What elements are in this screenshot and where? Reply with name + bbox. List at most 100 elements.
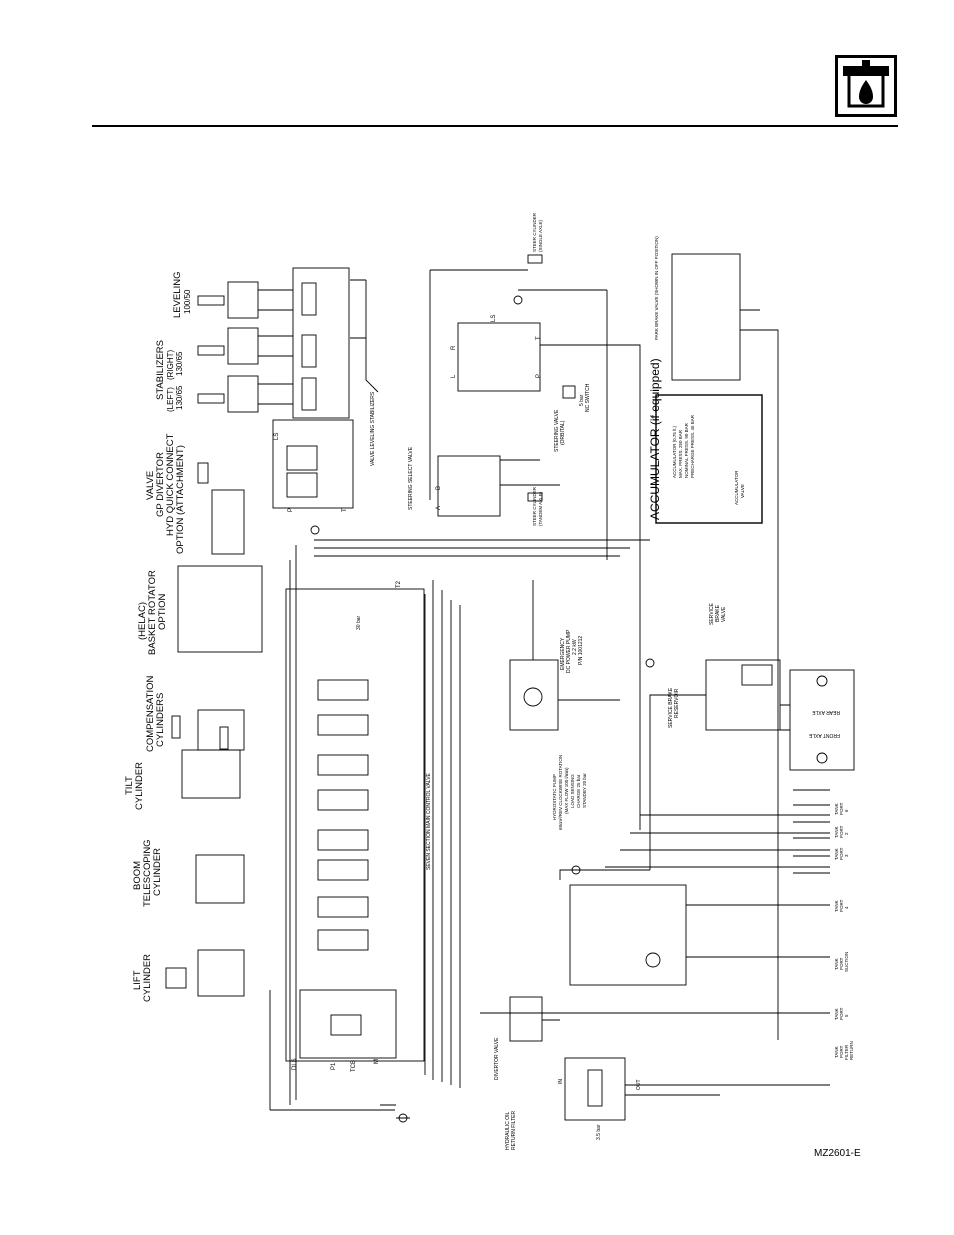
tank-port-2-line-1: TANK xyxy=(834,826,839,838)
nc-switch-label-2: NC SWITCH xyxy=(585,383,591,412)
tank-port-3-line-2: PORT xyxy=(839,847,844,860)
lift-label-1: LIFT xyxy=(132,970,143,990)
filter-bypass-label: 3.5 bar xyxy=(596,1124,602,1140)
boom-tele-label-2: TELESCOPING xyxy=(142,839,153,907)
hydrostatic-pump-label-3: (MAX FLOW 100 l/min) xyxy=(564,767,569,814)
stabilizer-right-label-3: 130/65 xyxy=(175,351,184,376)
tank-port-filter-return-line-4: RETURN xyxy=(849,1041,854,1060)
port-p1: P1 xyxy=(331,1062,337,1070)
service-brake-valve-label-1: SERVICE xyxy=(709,602,715,625)
header-rule xyxy=(92,125,898,127)
port-t-sub: T xyxy=(342,508,348,512)
port-a-select: A xyxy=(436,506,442,510)
hydraulic-system-icon xyxy=(835,55,897,117)
steer-cylinder-top-label-2: (SINGLE AXLE) xyxy=(538,219,543,252)
accumulator-valve-label-1: ACCUMULATOR xyxy=(734,470,739,505)
compensation-label-2: CYLINDERS xyxy=(155,693,166,747)
valve-leveling-stabilizers-label: VALVE LEVELING STABILIZERS xyxy=(370,391,376,466)
return-filter-label-1: HYDRAULIC OIL xyxy=(505,1111,511,1150)
tank-port-5-line-2: PORT xyxy=(839,1007,844,1020)
port-30bar: 30 bar xyxy=(356,615,362,630)
gp-divertor-label-3: HYD QUICK CONNECT xyxy=(165,433,176,536)
emergency-pump-label-1: EMERGENCY xyxy=(560,637,566,670)
steer-cylinder-bottom-label-2: (TANDEM AXLE) xyxy=(538,491,543,526)
tank-port-filter-return-line-3: FILTER xyxy=(844,1044,849,1060)
leveling-label-1: LEVELING xyxy=(172,272,183,318)
service-brake-valve-label-3: VALVE xyxy=(721,606,727,622)
gp-divertor-label-4: OPTION (ATTACHMENT) xyxy=(175,445,186,554)
stabilizer-left-label-2: 130/65 xyxy=(175,385,184,410)
tank-port-4-line-1: TANK xyxy=(834,900,839,912)
tank-port-2-line-3: 2 xyxy=(844,832,849,835)
port-ls-top: LS xyxy=(274,433,280,440)
tank-port-5-line-1: TANK xyxy=(834,1008,839,1020)
park-brake-valve-label: PARK BRAKE VALVE (SHOWN IN OFF POSITION) xyxy=(654,236,659,340)
rear-axle-label: REAR AXLE xyxy=(812,709,840,715)
accumulator-detail-4: PRECHARGE PRESS. 45 BAR xyxy=(690,414,695,478)
steering-valve-label-1: STEERING VALVE xyxy=(554,409,560,452)
leveling-label-2: 100/50 xyxy=(183,289,192,314)
hydrostatic-pump-label-6: STANDBY 20 bar xyxy=(582,773,587,808)
emergency-pump-label-2: DC POWER PUMP xyxy=(566,629,572,673)
main-control-valve-label: SEVEN SECTION MAIN CONTROL VALVE xyxy=(426,772,432,870)
tank-port-filter-return-line-1: TANK xyxy=(834,1046,839,1058)
tank-port-filter-return-line-2: PORT xyxy=(839,1045,844,1058)
steer-cylinder-top-label-1: STEER CYLINDER xyxy=(532,212,537,252)
service-brake-valve-label-2: BRAKE xyxy=(715,604,721,622)
accumulator-detail-3: NOMINAL PRESS. 90 BAR xyxy=(684,422,689,478)
steering-select-valve-label: STEERING SELECT VALVE xyxy=(408,446,414,510)
accumulator-detail-2: MAX. PRESS. 250 BAR xyxy=(678,429,683,478)
tank-port-2-line-2: PORT xyxy=(839,825,844,838)
tank-port-suction-line-2: PORT xyxy=(839,957,844,970)
port-l-steer: L xyxy=(451,374,457,378)
gp-divertor-label-1: VALVE xyxy=(145,471,156,500)
hydrostatic-pump-label-5: CHARGE 25 bar xyxy=(576,774,581,808)
accumulator-title: ACCUMULATOR (if equipped) xyxy=(648,358,662,520)
hydrostatic-pump-label-4: LOAD SENSING xyxy=(570,774,575,808)
compensation-label-1: COMPENSATION xyxy=(145,676,156,752)
port-ls-steer: LS xyxy=(491,315,497,322)
tank-port-suction-line-3: SUCTION xyxy=(844,952,849,972)
port-in-filter: IN xyxy=(558,1079,564,1084)
hydrostatic-pump-label-1: HYDROSTATIC PUMP xyxy=(552,774,557,820)
basket-rotator-label-1: (HELAC) xyxy=(137,602,148,640)
boom-tele-label-3: CYLINDER xyxy=(152,848,163,896)
tank-port-6-line-3: 6 xyxy=(844,809,849,812)
port-t2: T2 xyxy=(396,580,402,588)
port-r-steer: R xyxy=(451,345,457,350)
return-filter-label-2: RETURN FILTER xyxy=(511,1111,517,1150)
lift-label-2: CYLINDER xyxy=(142,954,153,1002)
accumulator-valve-label-2: VALVE xyxy=(740,484,745,498)
port-out-filter: OUT xyxy=(636,1079,642,1090)
stabilizer-right-label-1: STABILIZERS xyxy=(155,340,166,400)
port-tcb: TCB xyxy=(351,1060,357,1072)
tilt-label-1: TILT xyxy=(124,776,135,795)
tank-port-5-line-3: 5 xyxy=(844,1014,849,1017)
boom-tele-label-1: BOOM xyxy=(132,861,143,890)
front-axle-label: FRONT AXLE xyxy=(808,732,840,738)
tank-port-6-line-1: TANK xyxy=(834,803,839,815)
port-m: M xyxy=(374,1059,380,1064)
figure-id: MZ2601-E xyxy=(814,1148,861,1159)
port-p-steer: P xyxy=(536,374,542,378)
emergency-pump-label-3: 2.2 kW xyxy=(572,639,578,655)
port-t-steer: T xyxy=(536,336,542,340)
tank-port-suction-line-1: TANK xyxy=(834,958,839,970)
accumulator-detail-1: ACCUMULATOR (0.75 lt.) xyxy=(672,425,677,478)
tilt-label-2: CYLINDER xyxy=(134,762,145,810)
tank-port-6-line-2: PORT xyxy=(839,802,844,815)
divertor-valve-label: DIVERTOR VALVE xyxy=(494,1037,500,1080)
tank-port-3-line-1: TANK xyxy=(834,848,839,860)
tank-port-4-line-3: 4 xyxy=(844,906,849,909)
basket-rotator-label-2: BASKET ROTATOR xyxy=(147,570,158,655)
steering-valve-label-2: (ORBITAL) xyxy=(560,420,566,445)
stabilizer-left-label-1: (LEFT) xyxy=(166,387,175,412)
stabilizer-right-label-2: (RIGHT) xyxy=(166,349,175,380)
steer-cylinder-bottom-label-1: STEER CYLINDER xyxy=(532,486,537,526)
service-brake-reservoir-label-1: SERVICE BRAKE xyxy=(668,687,674,728)
tank-port-4-line-2: PORT xyxy=(839,899,844,912)
tank-port-3-line-3: 3 xyxy=(844,854,849,857)
hydrostatic-pump-label-2: 68cm³/REV CLOCKWISE ROTATION xyxy=(558,755,563,830)
service-brake-reservoir-label-2: RESERVOIR xyxy=(674,688,680,718)
